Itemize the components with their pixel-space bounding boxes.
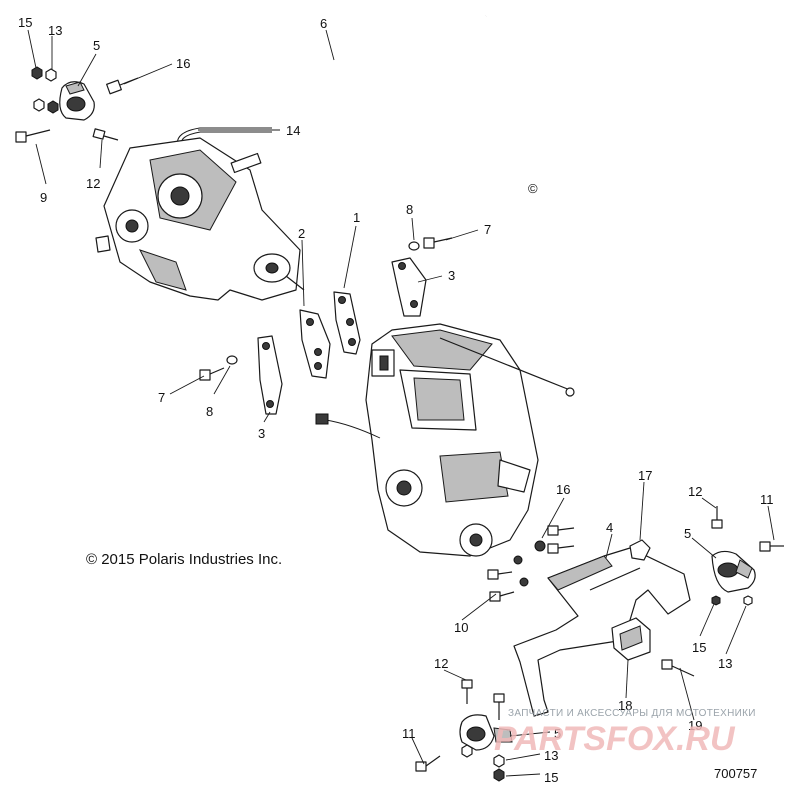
callout-10[interactable]: 10 [454, 620, 468, 635]
callout-3-lower[interactable]: 3 [258, 426, 265, 441]
bolt-7-lower[interactable] [199, 367, 225, 381]
front-mount-bracket-4[interactable] [513, 547, 691, 717]
callout-4[interactable]: 4 [606, 520, 613, 535]
engine-mount-5-bottom[interactable] [459, 714, 513, 751]
bolt-group-10[interactable] [487, 525, 575, 602]
bottom-mount-cluster [415, 679, 513, 782]
watermark: ЗАПЧАСТИ И АКСЕССУАРЫ ДЛЯ МОТОТЕХНИКИ PA… [494, 708, 756, 758]
callout-6[interactable]: 6 [320, 16, 327, 31]
callout-17[interactable]: 17 [638, 468, 652, 483]
diagram-code: 700757 [714, 766, 757, 781]
callout-15-bottom[interactable]: 15 [544, 770, 558, 785]
callout-15-right[interactable]: 15 [692, 640, 706, 655]
callout-11-bottom[interactable]: 11 [402, 726, 416, 741]
bolt-12-bottom[interactable] [461, 679, 473, 704]
watermark-tagline: ЗАПЧАСТИ И АКСЕССУАРЫ ДЛЯ МОТОТЕХНИКИ [508, 708, 756, 719]
nut-15-top-left-lower[interactable] [47, 100, 59, 114]
callout-14[interactable]: 14 [286, 123, 300, 138]
callout-16-top-left[interactable]: 16 [176, 56, 190, 71]
bolt-11-bottom[interactable] [415, 755, 441, 772]
bolt-bottom-vertical[interactable] [493, 693, 505, 720]
callout-8-upper[interactable]: 8 [406, 202, 413, 217]
callout-numbers: 15 13 5 16 6 14 9 12 1 2 8 7 3 7 8 3 16 … [18, 15, 774, 785]
callout-2[interactable]: 2 [298, 226, 305, 241]
callout-13-right[interactable]: 13 [718, 656, 732, 671]
leader-lines [27, 29, 775, 777]
copyright-symbol: © [528, 181, 538, 196]
engine-mount-5-top-left[interactable] [59, 81, 95, 121]
nut-13-bottom-2[interactable] [493, 754, 505, 768]
callout-16-engine[interactable]: 16 [556, 482, 570, 497]
nut-13-bottom[interactable] [461, 744, 473, 758]
callout-3-upper[interactable]: 3 [448, 268, 455, 283]
transmission-assembly[interactable] [95, 137, 305, 301]
callout-8-lower[interactable]: 8 [206, 404, 213, 419]
bolt-11-right[interactable] [759, 541, 784, 552]
bracket-3-lower[interactable] [257, 335, 283, 415]
washer-8-lower[interactable] [226, 355, 238, 365]
callout-18[interactable]: 18 [618, 698, 632, 713]
bracket-3-upper[interactable] [391, 257, 427, 317]
engine-mount-5-right[interactable] [711, 550, 756, 593]
washer-8-upper[interactable] [408, 241, 420, 251]
shift-cable-6[interactable] [181, 14, 488, 146]
nut-15-top-left[interactable] [31, 66, 43, 80]
right-mount-cluster [711, 506, 784, 606]
copyright-notice: © 2015 Polaris Industries Inc. [86, 551, 282, 568]
callout-15-top-left[interactable]: 15 [18, 15, 32, 30]
callout-12-right[interactable]: 12 [688, 484, 702, 499]
callout-13-bottom[interactable]: 13 [544, 748, 558, 763]
clip-18[interactable] [611, 617, 651, 661]
nut-15-bottom[interactable] [493, 768, 505, 782]
bolt-9[interactable] [15, 129, 51, 143]
bolt-12-right[interactable] [711, 506, 723, 529]
nut-13-top-left[interactable] [45, 68, 57, 82]
clip-17[interactable] [629, 539, 651, 561]
callout-5-top-left[interactable]: 5 [93, 38, 100, 53]
bracket-2[interactable] [299, 309, 331, 379]
callout-13-top-left[interactable]: 13 [48, 23, 62, 38]
callout-5-right[interactable]: 5 [684, 526, 691, 541]
callout-12-top-left[interactable]: 12 [86, 176, 100, 191]
callout-7-lower[interactable]: 7 [158, 390, 165, 405]
callout-12-bottom[interactable]: 12 [434, 656, 448, 671]
callout-9[interactable]: 9 [40, 190, 47, 205]
callout-7-upper[interactable]: 7 [484, 222, 491, 237]
bracket-1[interactable] [333, 291, 361, 355]
callout-19[interactable]: 19 [688, 718, 702, 733]
top-left-mount-cluster [15, 66, 139, 143]
nut-13-right[interactable] [743, 595, 753, 606]
watermark-brand: PARTSFOX.RU [494, 720, 736, 758]
nut-15-right[interactable] [711, 595, 721, 606]
callout-11-right[interactable]: 11 [760, 492, 774, 507]
callout-1[interactable]: 1 [353, 210, 360, 225]
bolt-16-engine[interactable] [534, 540, 546, 552]
nut-13-top-left-lower[interactable] [33, 98, 45, 112]
callout-5-bottom[interactable]: 5 [554, 726, 561, 741]
bolt-12-top-left[interactable] [92, 128, 119, 141]
bolt-19[interactable] [661, 659, 695, 677]
engine-assembly[interactable] [315, 323, 575, 557]
